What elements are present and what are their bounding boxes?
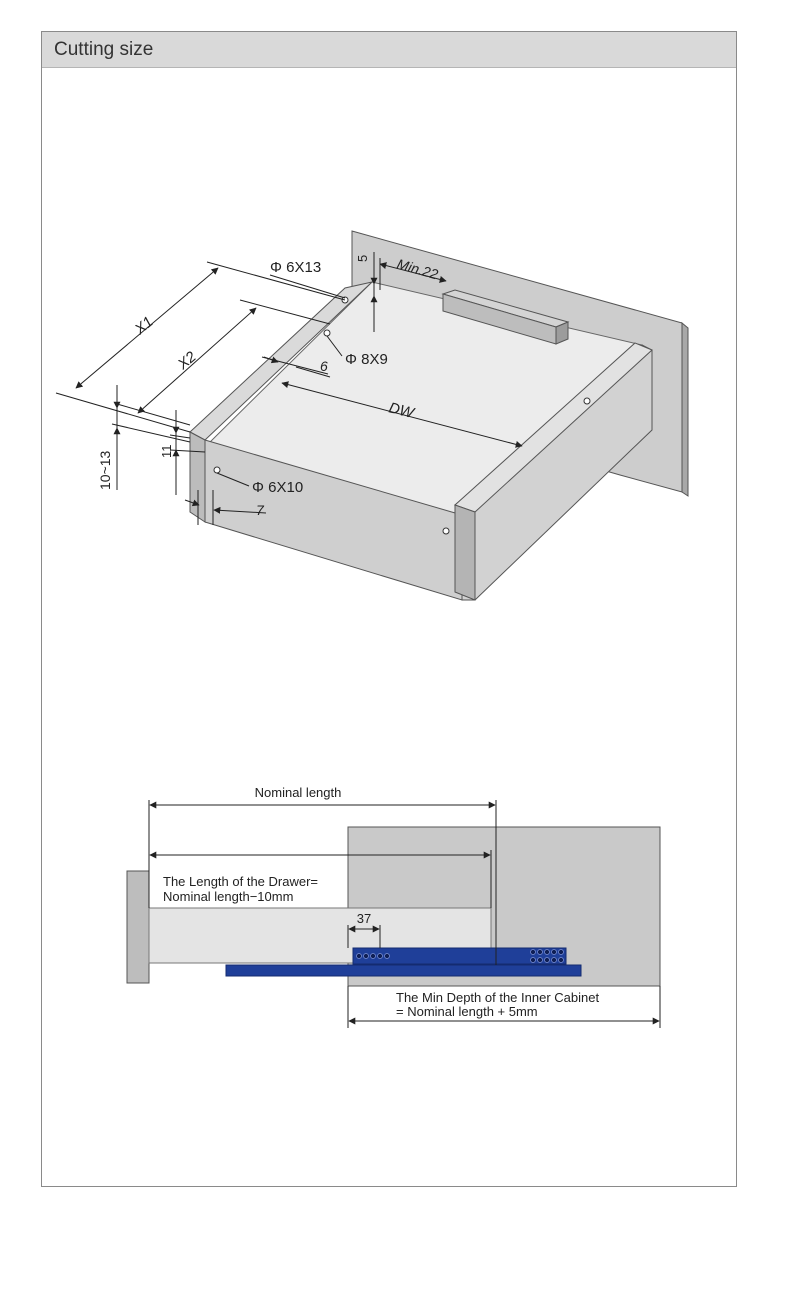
label-hole-top: Φ 6X13 [270, 259, 321, 276]
dw-dimension-line [281, 381, 523, 448]
x2-dimension-line [137, 307, 257, 414]
hole-right-front [442, 527, 450, 535]
rear-rail-end [555, 321, 569, 345]
label-hole-mid: Φ 8X9 [345, 351, 388, 368]
label-dw: DW [387, 399, 417, 422]
back-panel-side [681, 321, 689, 497]
hole-right-top [583, 397, 591, 405]
hole-mid [323, 329, 331, 337]
label-hole-front: Φ 6X10 [252, 479, 303, 496]
label-x1: X1 [131, 313, 157, 338]
label-dim-10-13: 10~13 [97, 450, 113, 490]
drawer-isometric-diagram: X1 X2 Φ 6X13 5 Min.22 Φ 8X9 6 DW 11 10~1… [55, 230, 689, 601]
label-x2: X2 [174, 348, 200, 374]
section-title: Cutting size [54, 39, 154, 60]
section-header: Cutting size [42, 32, 736, 68]
label-dim-5: 5 [355, 255, 370, 262]
label-dim-7: 7 [256, 502, 265, 518]
label-dim-11: 11 [159, 445, 174, 459]
hole-front [213, 466, 221, 474]
label-dim-6: 6 [320, 358, 328, 374]
right-wall-end [454, 504, 476, 601]
cutting-size-panel: Cutting size [41, 31, 737, 1187]
